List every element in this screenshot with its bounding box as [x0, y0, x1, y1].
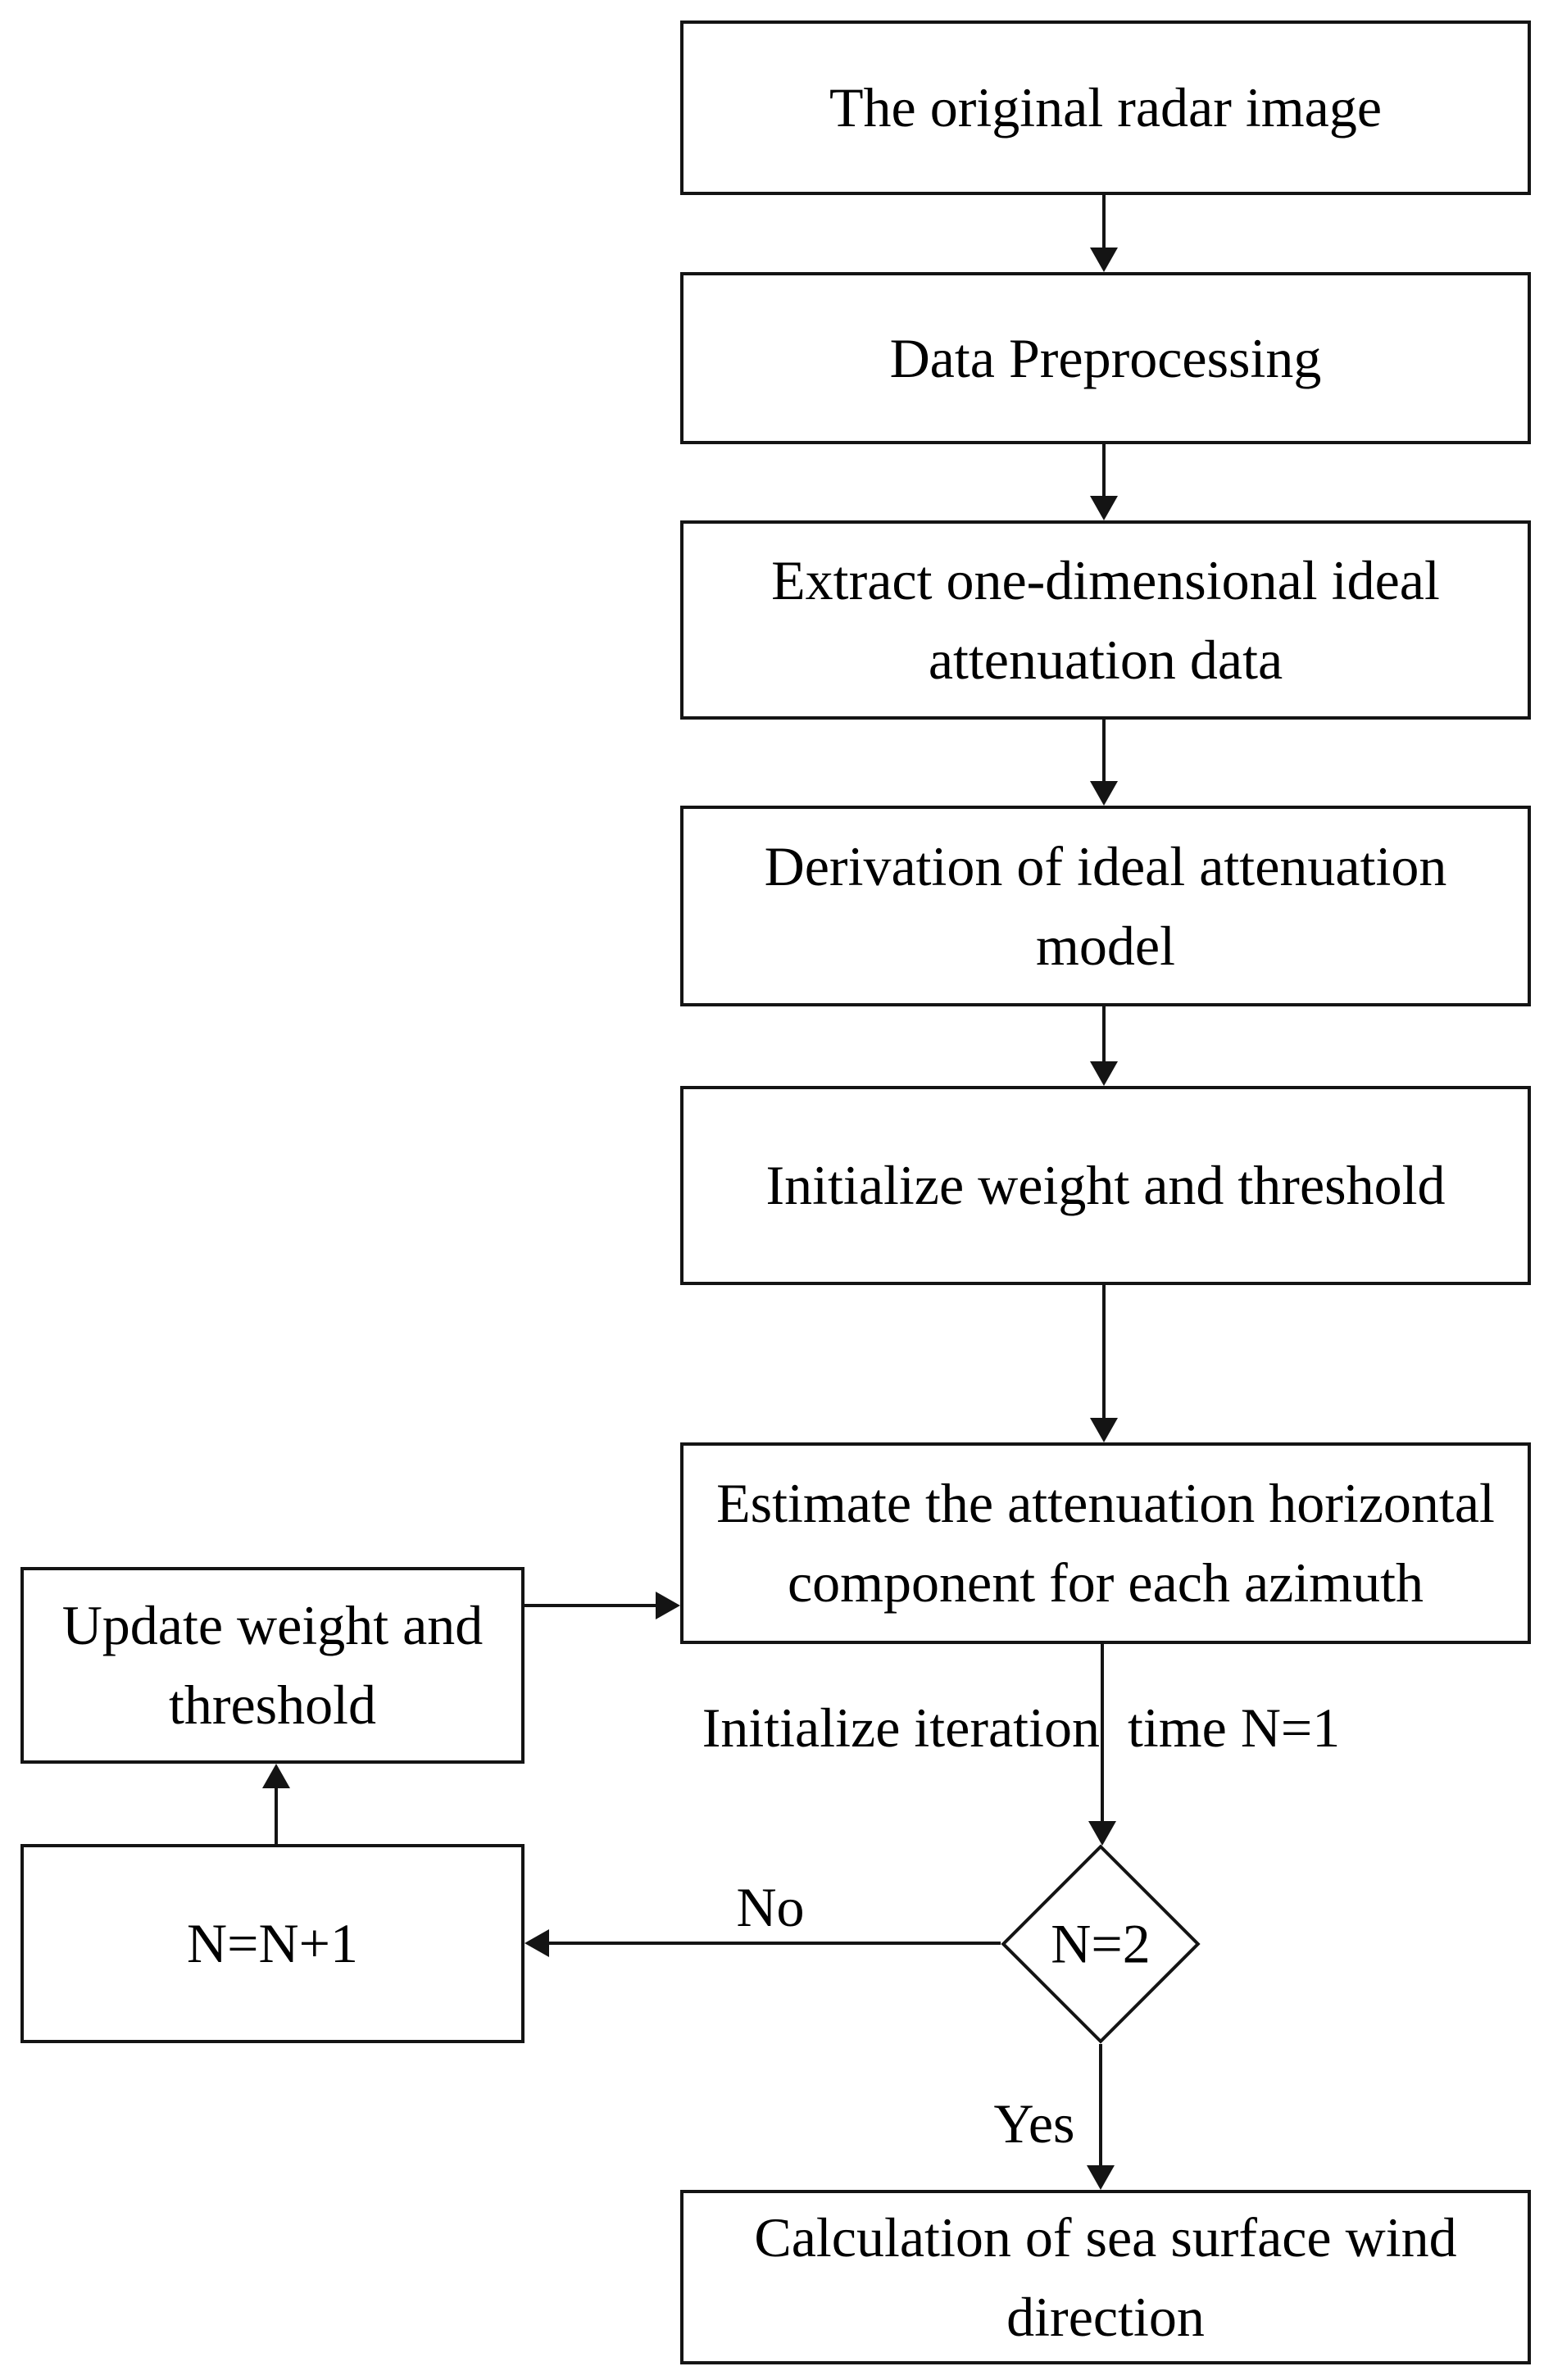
node-label: Initialize weight and threshold: [765, 1154, 1446, 1217]
connector-extract-to-derivation: [1102, 720, 1106, 781]
connector-decision-to-increment: [549, 1942, 1001, 1945]
node-original-radar-image: The original radar image: [680, 20, 1531, 195]
node-label: Data Preprocessing: [889, 326, 1322, 389]
connector-preprocessing-to-extract: [1102, 444, 1106, 496]
arrowhead-down-icon: [1090, 1061, 1118, 1086]
node-label: The original radar image: [829, 76, 1383, 139]
node-data-preprocessing: Data Preprocessing: [680, 272, 1531, 444]
node-label: N=N+1: [187, 1912, 358, 1975]
arrowhead-down-icon: [1090, 248, 1118, 272]
node-update-weight-threshold: Update weight and threshold: [20, 1567, 525, 1764]
node-calculation-wind-direction: Calculation of sea surface wind directio…: [680, 2190, 1531, 2364]
arrowhead-left-icon: [525, 1929, 549, 1957]
node-label: Derivation of ideal attenuation model: [764, 834, 1447, 977]
connector-increment-to-update: [275, 1788, 278, 1844]
arrowhead-right-icon: [656, 1592, 680, 1619]
edge-label-yes: Yes: [993, 2092, 1075, 2155]
connector-estimate-to-decision: [1101, 1644, 1104, 1821]
edge-label-no: No: [736, 1876, 805, 1938]
node-estimate-horizontal-component: Estimate the attenuation horizontal comp…: [680, 1442, 1531, 1644]
node-label: N=2: [1051, 1912, 1151, 1975]
arrowhead-down-icon: [1090, 496, 1118, 520]
node-increment-n: N=N+1: [20, 1844, 525, 2043]
node-label: Estimate the attenuation horizontal comp…: [716, 1472, 1495, 1614]
node-initialize-weight-threshold: Initialize weight and threshold: [680, 1086, 1531, 1285]
arrowhead-down-icon: [1087, 2165, 1115, 2190]
arrowhead-down-icon: [1090, 1418, 1118, 1442]
connector-update-to-estimate: [525, 1604, 656, 1607]
node-label: Extract one-dimensional ideal attenuatio…: [771, 548, 1440, 691]
connector-decision-to-calculation: [1099, 2044, 1102, 2165]
arrowhead-up-icon: [262, 1764, 290, 1788]
node-label: Calculation of sea surface wind directio…: [754, 2205, 1457, 2348]
arrowhead-down-icon: [1088, 1821, 1116, 1846]
connector-original-to-preprocessing: [1102, 195, 1106, 248]
node-label: Update weight and threshold: [61, 1594, 484, 1736]
arrowhead-down-icon: [1090, 781, 1118, 806]
edge-label-initialize-iteration: Initialize iteration time N=1: [702, 1696, 1341, 1759]
node-extract-attenuation-data: Extract one-dimensional ideal attenuatio…: [680, 520, 1531, 720]
connector-initweight-to-estimate: [1102, 1285, 1106, 1418]
node-derivation-attenuation-model: Derivation of ideal attenuation model: [680, 806, 1531, 1006]
connector-derivation-to-initweight: [1102, 1006, 1106, 1061]
